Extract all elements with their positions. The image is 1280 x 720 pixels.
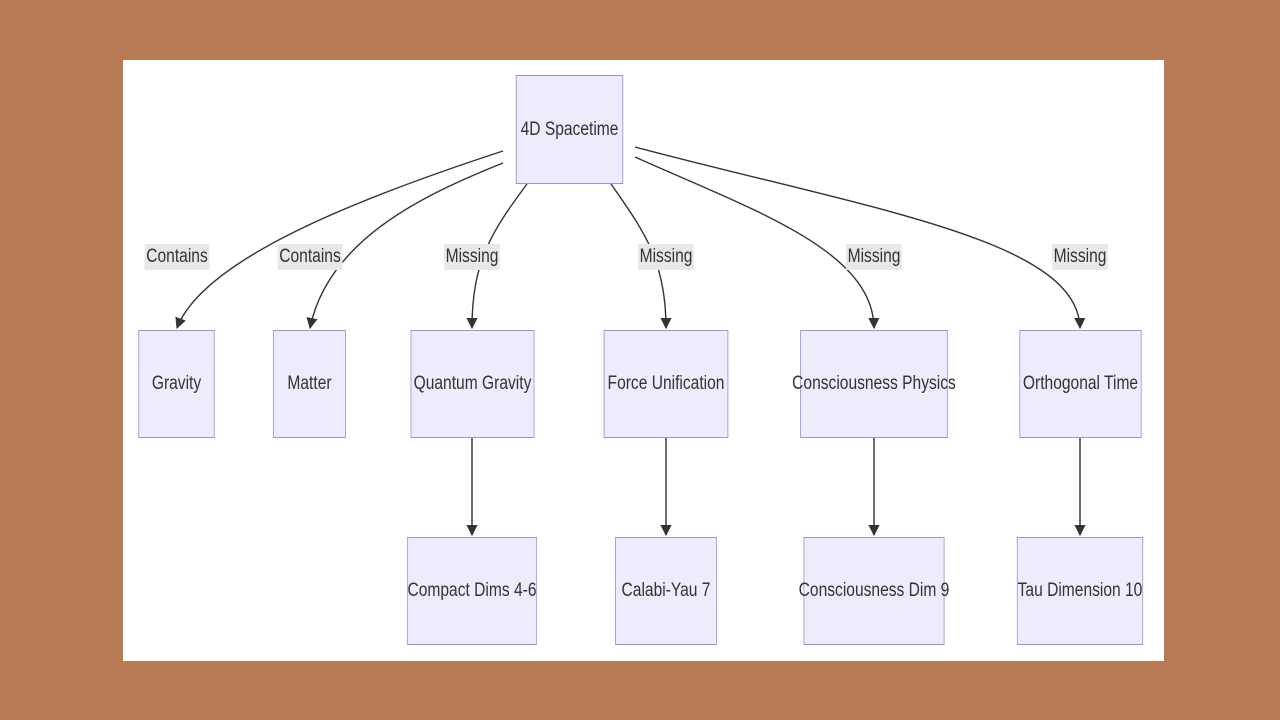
node-consciousness-physics-label: Consciousness Physics [792, 373, 956, 394]
node-matter-label: Matter [287, 373, 332, 394]
node-4d-spacetime-label: 4D Spacetime [520, 118, 619, 140]
node-consciousness-dim: Consciousness Dim 9 [799, 537, 949, 645]
edge-label-contains-matter: Contains [277, 244, 343, 270]
node-tau-dimension-label: Tau Dimension 10 [1017, 580, 1143, 601]
node-force-unification-label: Force Unification [607, 373, 725, 394]
edge-spacetime-orthogonal-time [634, 146, 1086, 330]
edge-label-contains-gravity: Contains [144, 244, 210, 270]
node-tau-dimension: Tau Dimension 10 [1016, 537, 1144, 645]
node-gravity: Gravity [138, 330, 215, 438]
node-quantum-gravity-label: Quantum Gravity [413, 373, 532, 394]
edge-label-missing-quantum-gravity: Missing [443, 244, 501, 270]
node-gravity-label: Gravity [151, 373, 202, 394]
node-quantum-gravity: Quantum Gravity [410, 330, 535, 438]
edge-spacetime-matter [306, 162, 504, 330]
node-consciousness-dim-label: Consciousness Dim 9 [798, 580, 950, 601]
node-force-unification: Force Unification [603, 330, 729, 438]
node-consciousness-physics: Consciousness Physics [792, 330, 956, 438]
node-matter: Matter [273, 330, 346, 438]
edge-spacetime-consciousness-physics [634, 156, 880, 330]
node-compact-dims-label: Compact Dims 4-6 [407, 580, 537, 601]
node-compact-dims: Compact Dims 4-6 [407, 537, 537, 645]
node-calabi-yau: Calabi-Yau 7 [615, 537, 717, 645]
node-orthogonal-time: Orthogonal Time [1019, 330, 1142, 438]
edge-label-missing-orthogonal-time: Missing [1051, 244, 1109, 270]
diagram-canvas: Contains Contains Missing Missing Missin… [123, 60, 1164, 661]
edge-label-missing-consciousness-physics: Missing [845, 244, 903, 270]
node-4d-spacetime: 4D Spacetime [515, 75, 624, 184]
edge-spacetime-gravity [175, 150, 504, 330]
node-orthogonal-time-label: Orthogonal Time [1022, 373, 1139, 394]
edge-label-missing-force-unification: Missing [637, 244, 695, 270]
edges-layer [175, 146, 1086, 537]
node-calabi-yau-label: Calabi-Yau 7 [621, 580, 711, 601]
